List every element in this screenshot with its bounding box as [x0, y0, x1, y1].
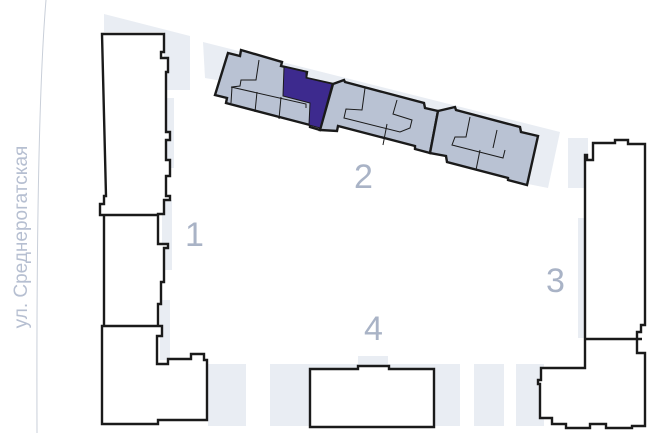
building-1-label[interactable]: 1	[185, 216, 204, 254]
street-line	[36, 0, 47, 433]
building-1[interactable]	[98, 32, 209, 426]
building-3[interactable]	[536, 138, 647, 430]
building-3-label[interactable]: 3	[546, 262, 565, 300]
building-2[interactable]	[213, 48, 540, 187]
street-label: ул. Среднерогатская	[11, 145, 32, 329]
selected-apartment[interactable]	[282, 66, 333, 129]
building-4-label[interactable]: 4	[364, 310, 383, 348]
building-2-label[interactable]: 2	[354, 158, 373, 196]
apartments	[230, 59, 506, 171]
building-4[interactable]	[308, 364, 436, 429]
section-2-3[interactable]	[428, 105, 540, 187]
section-2-2[interactable]	[318, 78, 440, 155]
